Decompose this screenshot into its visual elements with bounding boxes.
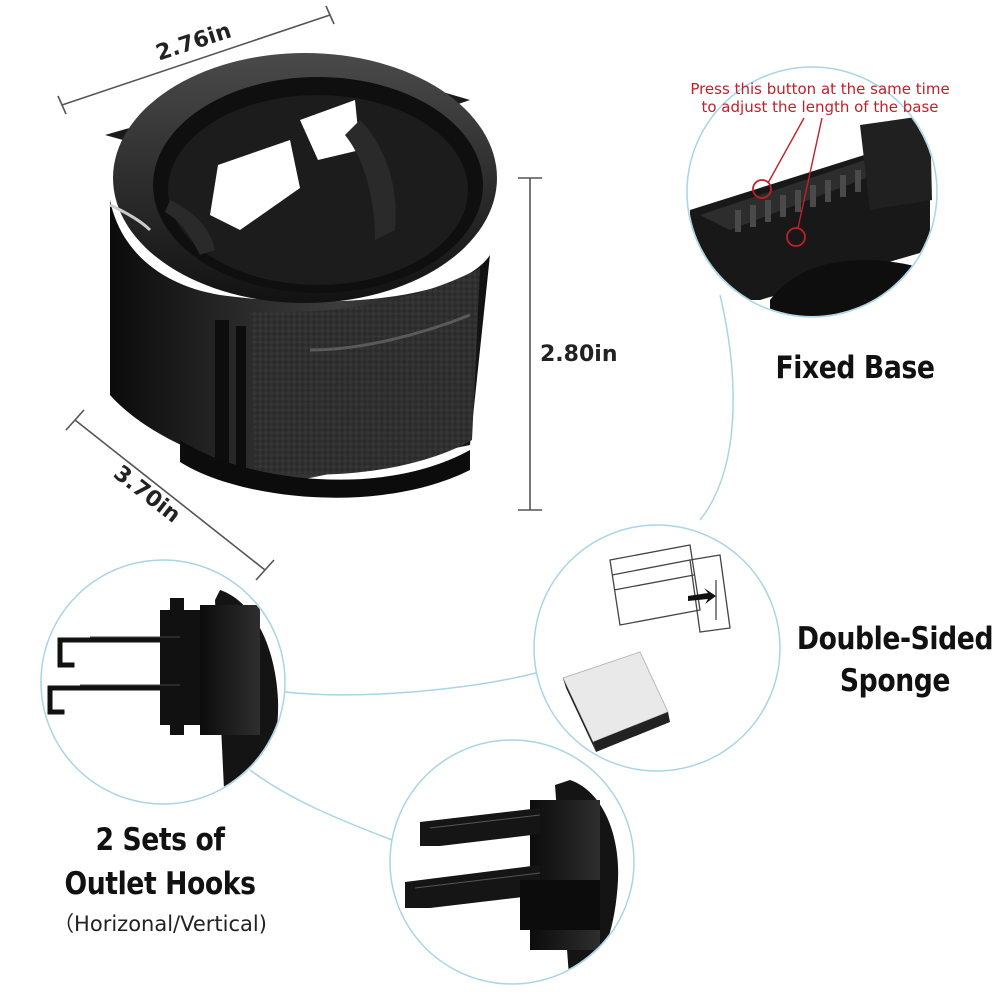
fixed-base-title: Fixed Base xyxy=(775,350,935,386)
hooks-title: 2 Sets of Outlet Hooks xyxy=(53,818,268,906)
connector-curve-middle xyxy=(284,671,541,696)
sponge-circle xyxy=(533,524,781,772)
connector-curve-top xyxy=(699,294,734,521)
dimension-lines xyxy=(57,5,542,581)
hooks-title-line1: 2 Sets of xyxy=(95,822,225,858)
fixed-base-note-line1: Press this button at the same time xyxy=(690,80,950,98)
fixed-base-note: Press this button at the same time to ad… xyxy=(690,80,950,116)
sponge-title: Double-Sided Sponge xyxy=(788,618,1001,702)
connector-curve-bottom xyxy=(249,769,393,841)
hooks-illustration-bottom xyxy=(405,780,619,983)
fixed-base-note-line2: to adjust the length of the base xyxy=(701,98,939,116)
fixed-base-illustration xyxy=(690,115,932,316)
hooks-subtitle: （Horizonal/Vertical) xyxy=(53,912,267,936)
cup-holder-illustration xyxy=(105,53,497,498)
sponge-title-line1: Double-Sided xyxy=(796,621,994,657)
sponge-title-line2: Sponge xyxy=(839,663,951,699)
sponge-illustration xyxy=(562,544,731,752)
hooks-title-line2: Outlet Hooks xyxy=(64,866,256,902)
height-dimension-label: 2.80in xyxy=(540,342,618,367)
